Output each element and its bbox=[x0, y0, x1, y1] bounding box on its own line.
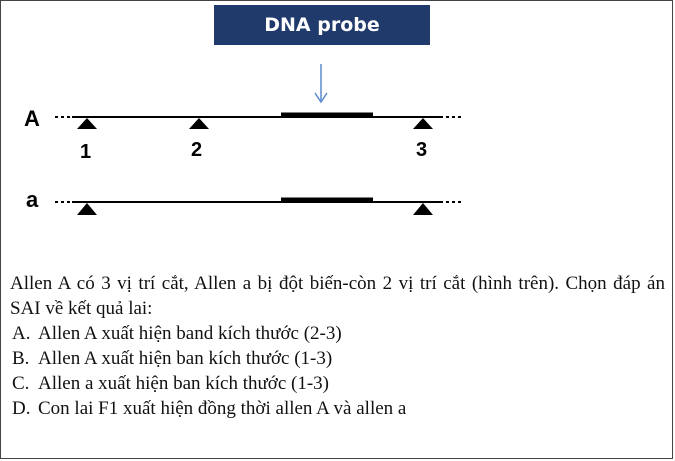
option-a[interactable]: A. Allen A xuất hiện band kích thước (2-3… bbox=[10, 321, 665, 346]
cut-site-3-label: 3 bbox=[416, 139, 427, 161]
option-b-letter: B. bbox=[12, 348, 30, 369]
dna-probe-label: DNA probe bbox=[264, 14, 380, 36]
allele-A-line bbox=[55, 112, 462, 118]
cut-site-1-label: 1 bbox=[80, 141, 91, 163]
option-d-text: Con lai F1 xuất hiện đồng thời allen A v… bbox=[38, 398, 407, 419]
option-c[interactable]: C. Allen a xuất hiện ban kích thước (1-3) bbox=[10, 371, 665, 396]
option-c-letter: C. bbox=[12, 373, 30, 394]
cut-site-2-marker bbox=[189, 118, 209, 129]
allele-a-cut-site-1-marker bbox=[77, 203, 97, 215]
allele-a-cut-site-3-marker bbox=[413, 203, 433, 215]
option-b[interactable]: B. Allen A xuất hiện ban kích thước (1-3) bbox=[10, 346, 665, 371]
option-c-text: Allen a xuất hiện ban kích thước (1-3) bbox=[38, 373, 330, 394]
probe-arrow bbox=[314, 64, 328, 104]
dna-probe-label-box: DNA probe bbox=[214, 5, 430, 45]
question-block: Allen A có 3 vị trí cắt, Allen a bị đột … bbox=[10, 271, 665, 421]
allele-a-label: a bbox=[26, 187, 39, 212]
cut-site-3-marker bbox=[413, 118, 433, 129]
question-stem: Allen A có 3 vị trí cắt, Allen a bị đột … bbox=[10, 273, 665, 319]
cut-site-2-label: 2 bbox=[191, 139, 202, 161]
option-b-text: Allen A xuất hiện ban kích thước (1-3) bbox=[38, 348, 333, 369]
allele-A-label: A bbox=[24, 106, 40, 131]
allele-a-line bbox=[55, 197, 462, 203]
option-d-letter: D. bbox=[12, 398, 31, 419]
option-a-letter: A. bbox=[12, 323, 31, 344]
restriction-map-diagram: A 1 2 3 a bbox=[24, 64, 462, 215]
option-a-text: Allen A xuất hiện band kích thước (2-3) bbox=[38, 323, 342, 344]
option-d[interactable]: D. Con lai F1 xuất hiện đồng thời allen A… bbox=[10, 396, 665, 421]
cut-site-1-marker bbox=[77, 118, 97, 129]
